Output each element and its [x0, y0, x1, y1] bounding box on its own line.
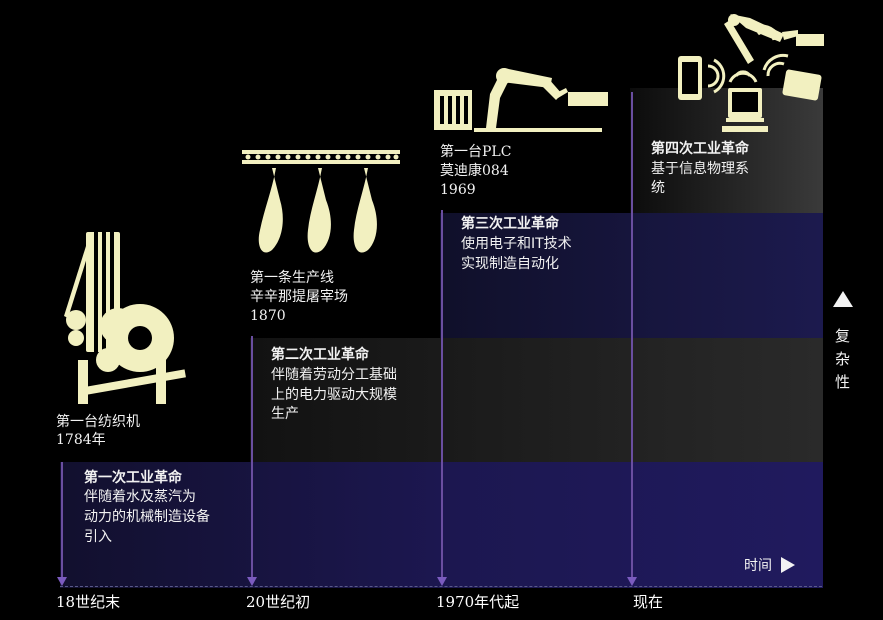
- era-4-arrow: [631, 92, 633, 578]
- revolution-desc-line: 伴随着劳动分工基础: [271, 367, 397, 383]
- robot-arm-plc-icon: [434, 68, 608, 132]
- revolution-title: 第三次工业革命: [461, 216, 559, 232]
- time-axis: [60, 586, 822, 587]
- triangle-up-icon: [833, 291, 853, 307]
- revolution-desc-line: 伴随着水及蒸汽为: [84, 489, 196, 505]
- time-axis-label: 时间: [744, 558, 772, 574]
- revolution-desc-line: 引入: [84, 529, 112, 545]
- era-band-4: [630, 88, 823, 213]
- time-tick-label: 现在: [633, 593, 664, 611]
- cyber-physical-devices-icon: [678, 14, 824, 132]
- revolution-desc-line: 生产: [271, 406, 299, 422]
- time-tick-label: 18世纪末: [56, 593, 121, 611]
- era-1-arrowhead: [57, 577, 67, 586]
- milestone-line: 第一台纺织机: [56, 414, 140, 430]
- milestone-line: 1969: [440, 182, 476, 198]
- era-3-arrow: [441, 210, 443, 578]
- revolution-desc-line: 使用电子和IT技术: [461, 236, 572, 252]
- play-arrow-icon: [781, 557, 795, 573]
- complexity-label-char: 杂: [835, 350, 851, 368]
- era-2-arrow: [251, 336, 253, 578]
- revolution-desc-line: 上的电力驱动大规模: [271, 387, 397, 403]
- time-tick-label: 1970年代起: [436, 593, 520, 611]
- milestone-line: 1870: [250, 308, 286, 324]
- milestone-line: 1784年: [56, 432, 106, 448]
- complexity-label-char: 性: [835, 373, 851, 391]
- revolution-title: 第二次工业革命: [271, 347, 369, 363]
- time-tick-label: 20世纪初: [246, 593, 311, 611]
- loom-icon: [64, 226, 186, 404]
- assembly-line-icon: [242, 150, 400, 253]
- milestone-line: 第一台PLC: [440, 144, 512, 160]
- milestone-line: 第一条生产线: [250, 270, 334, 286]
- revolution-desc-line: 基于信息物理系: [651, 161, 749, 177]
- era-2-arrowhead: [247, 577, 257, 586]
- milestone-line: 辛辛那提屠宰场: [250, 289, 348, 305]
- era-1-arrow: [61, 462, 63, 578]
- revolution-desc-line: 统: [651, 180, 665, 196]
- revolution-desc-line: 实现制造自动化: [461, 256, 559, 272]
- revolution-title: 第四次工业革命: [651, 141, 749, 157]
- era-3-arrowhead: [437, 577, 447, 586]
- complexity-label-char: 复: [835, 327, 851, 345]
- era-band-2: [250, 338, 823, 462]
- revolution-title: 第一次工业革命: [84, 470, 182, 486]
- era-4-arrowhead: [627, 577, 637, 586]
- revolution-desc-line: 动力的机械制造设备: [84, 509, 210, 525]
- milestone-line: 莫迪康084: [440, 163, 509, 179]
